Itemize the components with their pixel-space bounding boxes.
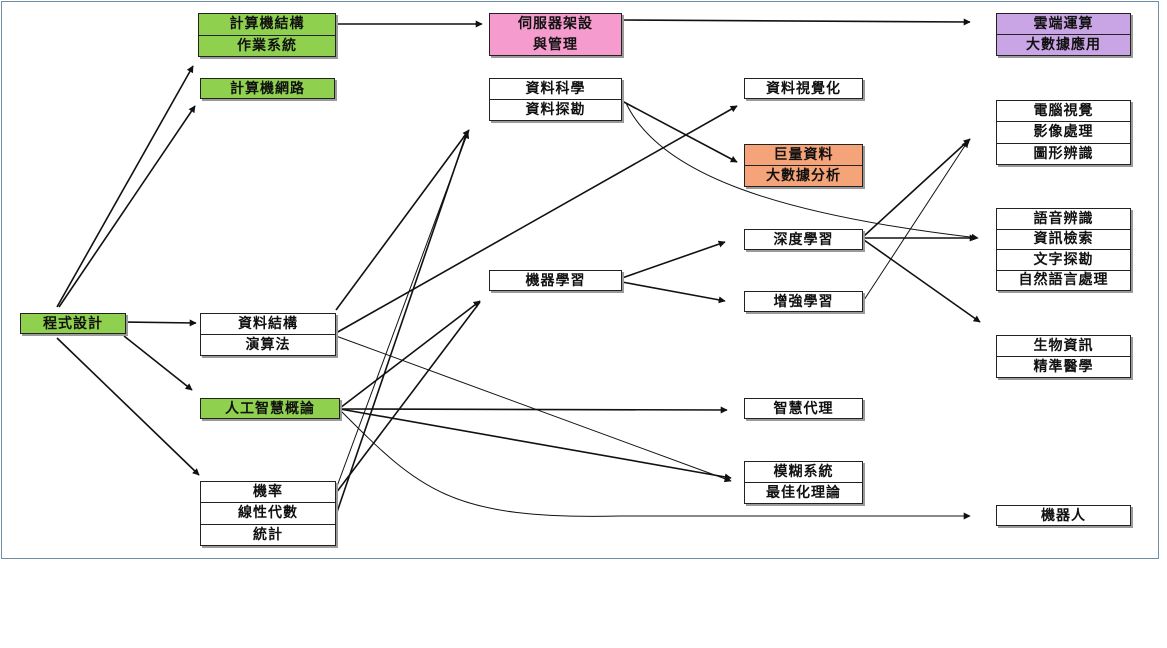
line-ai-to-datascience-thin xyxy=(335,131,470,490)
node-fuzzy-optimization: 模糊系統 最佳化理論 xyxy=(744,461,863,504)
node-label: 作業系統 xyxy=(199,34,335,57)
node-cloud-computing: 雲端運算 大數據應用 xyxy=(996,13,1131,56)
node-server-management: 伺服器架設 與管理 xyxy=(489,13,622,56)
node-label: 生物資訊 xyxy=(1033,338,1094,354)
arrow-ai-to-ml xyxy=(339,300,481,409)
arrow-datascience-to-bigdata xyxy=(621,100,738,163)
node-label: 程式設計 xyxy=(43,315,103,332)
arrow-datastruct-to-viz xyxy=(335,105,738,334)
node-data-structures-algorithms: 資料結構 演算法 xyxy=(200,313,336,356)
node-intelligent-agents: 智慧代理 xyxy=(744,398,863,419)
node-label: 線性代數 xyxy=(201,502,335,523)
arrow-programming-to-arch xyxy=(56,65,194,308)
node-label: 機率 xyxy=(253,484,283,501)
node-label: 計算機網路 xyxy=(230,80,305,97)
node-label: 資料結構 xyxy=(238,316,298,332)
node-computer-architecture-os: 計算機結構 作業系統 xyxy=(198,13,336,57)
node-machine-learning: 機器學習 xyxy=(489,270,622,291)
arrow-ml-to-reinforce xyxy=(621,281,726,304)
node-label: 影像處理 xyxy=(997,121,1130,142)
node-robotics: 機器人 xyxy=(996,505,1131,526)
line-reinforce-to-vision xyxy=(863,140,969,301)
arrow-deep-to-vision xyxy=(863,138,971,237)
node-computer-networks: 計算機網路 xyxy=(200,78,335,99)
node-label: 增強學習 xyxy=(773,293,834,310)
node-label: 伺服器架設 xyxy=(518,16,593,33)
arrow-programming-to-network xyxy=(58,105,196,308)
node-label: 大數據應用 xyxy=(997,34,1130,55)
node-label: 機器學習 xyxy=(525,272,586,289)
node-label: 計算機結構 xyxy=(229,16,305,33)
curve-datascience-to-nlp xyxy=(625,102,979,241)
node-programming: 程式設計 xyxy=(20,313,126,334)
node-label: 機器人 xyxy=(1041,507,1086,524)
arrow-math-to-datascience xyxy=(335,131,468,516)
node-label: 模糊系統 xyxy=(773,464,834,480)
node-label: 最佳化理論 xyxy=(745,482,862,503)
node-data-science-mining: 資料科學 資料探勘 xyxy=(489,78,622,121)
node-label: 人工智慧概論 xyxy=(225,400,315,417)
node-label: 文字探勘 xyxy=(997,249,1130,270)
node-label: 資料探勘 xyxy=(490,99,621,120)
node-label: 資訊檢索 xyxy=(997,228,1130,250)
node-label: 資料視覺化 xyxy=(766,80,841,97)
node-label: 智慧代理 xyxy=(773,400,834,417)
node-label: 資料科學 xyxy=(525,81,586,97)
node-label: 語音辨識 xyxy=(1033,210,1094,227)
node-probability-linalg-stats: 機率 線性代數 統計 xyxy=(200,481,336,546)
node-label: 與管理 xyxy=(533,36,578,53)
arrow-programming-to-math xyxy=(56,337,200,476)
node-ai-intro: 人工智慧概論 xyxy=(200,398,340,419)
node-label: 深度學習 xyxy=(773,231,834,248)
node-label: 電腦視覺 xyxy=(1033,103,1094,120)
node-label: 自然語言處理 xyxy=(997,269,1130,291)
line-datastruct-to-fuzzy xyxy=(335,335,732,483)
curve-ai-to-robot xyxy=(339,409,971,520)
arrow-programming-to-datastruct xyxy=(125,319,197,327)
node-data-visualization: 資料視覺化 xyxy=(744,78,863,99)
node-nlp: 語音辨識 資訊檢索 文字探勘 自然語言處理 xyxy=(996,208,1131,291)
arrow-ml-to-deep xyxy=(621,240,726,279)
node-label: 精準醫學 xyxy=(997,356,1130,377)
node-deep-learning: 深度學習 xyxy=(744,229,863,250)
node-big-data: 巨量資料 大數據分析 xyxy=(744,144,863,187)
node-label: 雲端運算 xyxy=(1033,16,1094,32)
arrow-ai-to-agents xyxy=(339,406,728,414)
arrow-ai-to-fuzzy xyxy=(339,408,732,481)
arrow-math-to-ml xyxy=(335,301,481,494)
node-label: 統計 xyxy=(201,523,335,545)
node-computer-vision: 電腦視覺 影像處理 圖形辨識 xyxy=(996,100,1131,165)
arrow-datastruct-to-datascience xyxy=(335,129,470,311)
arrow-server-to-cloud xyxy=(621,18,971,26)
arrow-deep-to-bio xyxy=(863,239,981,323)
node-label: 大數據分析 xyxy=(745,165,862,186)
node-label: 演算法 xyxy=(201,334,335,355)
node-bioinformatics: 生物資訊 精準醫學 xyxy=(996,335,1131,378)
node-label: 圖形辨識 xyxy=(997,142,1130,164)
arrow-programming-to-ai xyxy=(123,335,193,391)
node-reinforcement-learning: 增強學習 xyxy=(744,291,863,312)
node-label: 巨量資料 xyxy=(773,147,834,163)
